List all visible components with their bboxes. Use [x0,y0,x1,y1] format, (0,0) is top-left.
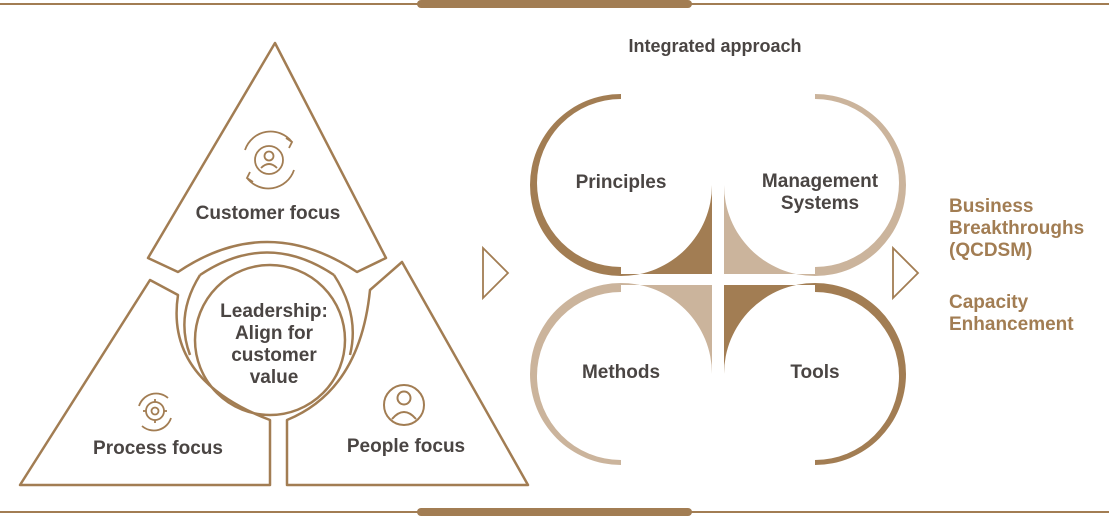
process-focus-label: Process focus [93,438,223,459]
integrated-approach-title: Integrated approach [628,36,802,56]
people-focus-segment [285,260,530,487]
process-focus-segment [18,278,272,487]
capacity-enhancement-label: Capacity Enhancement [949,292,1074,335]
methods-circle [530,283,712,465]
people-focus-label: People focus [346,436,466,457]
management-circle [724,94,906,276]
gear-cycle-icon [138,392,172,432]
arrow-right-2 [892,245,920,301]
methods-label: Methods [581,362,661,383]
principles-circle [530,94,712,276]
tools-circle [724,283,906,465]
customer-focus-label: Customer focus [195,203,341,224]
management-systems-label: Management Systems [761,171,879,214]
arrow-right-1 [482,245,510,301]
tools-label: Tools [790,362,840,383]
person-icon [383,384,425,426]
top-rule [0,0,1109,8]
principles-label: Principles [575,172,667,193]
bottom-rule [0,508,1109,516]
customer-cycle-icon [244,130,295,190]
leadership-arc [183,251,355,356]
leadership-circle [193,263,347,417]
customer-focus-segment [146,41,388,274]
leadership-label: Leadership: Align for customer value [220,301,328,388]
business-breakthroughs-label: Business Breakthroughs (QCDSM) [949,196,1085,261]
